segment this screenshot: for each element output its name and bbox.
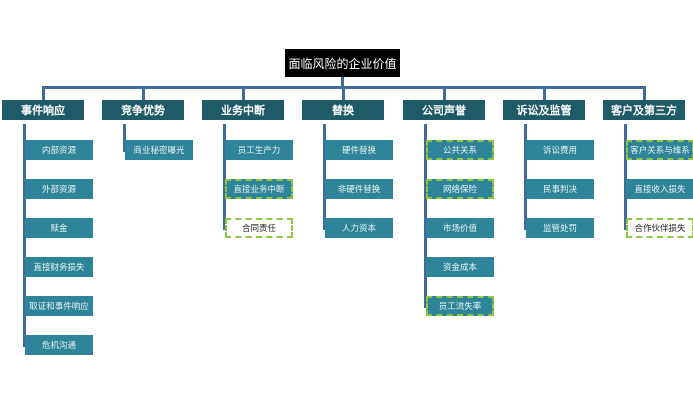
leaf-node: 资金成本 [426,257,494,277]
leaf-node: 危机沟通 [25,335,93,355]
category-6: 诉讼及监管 [503,100,585,120]
category-connector [342,86,345,100]
leaf-node: 网络保险 [426,179,494,199]
category-spine [23,124,26,347]
category-spine [223,124,226,230]
category-5: 公司声誉 [403,100,485,120]
category-connector [443,86,446,100]
leaf-node: 外部资源 [25,179,93,199]
category-connector [543,86,546,100]
category-2: 竞争优势 [102,100,184,120]
root-connector [341,77,344,88]
leaf-node: 员工生产力 [225,140,293,160]
leaf-node: 内部资源 [25,140,93,160]
leaf-node: 直接收入损失 [626,179,693,199]
leaf-node: 硬件替换 [325,140,393,160]
leaf-node: 商业秘密曝光 [125,140,193,160]
leaf-node: 直接财务损失 [25,257,93,277]
leaf-node: 直接业务中断 [225,179,293,199]
leaf-node: 人力资本 [325,218,393,238]
category-1: 事件响应 [2,100,84,120]
leaf-node: 诉讼费用 [526,140,594,160]
leaf-node: 民事判决 [526,179,594,199]
category-connector [142,86,145,100]
category-4: 替换 [302,100,384,120]
category-spine [323,124,326,230]
category-connector [42,86,45,100]
leaf-node: 客户关系与维系 [626,140,693,160]
leaf-node: 取证和事件响应 [25,296,93,316]
root-node: 面临风险的企业价值 [285,49,400,77]
leaf-node: 市场价值 [426,218,494,238]
leaf-node: 非硬件替换 [325,179,393,199]
category-spine [524,124,527,230]
category-connector [643,86,646,100]
leaf-node: 公共关系 [426,140,494,160]
leaf-node: 合作伙伴损失 [626,218,693,238]
category-spine [624,124,627,230]
category-spine [424,124,427,308]
category-7: 客户及第三方 [603,100,685,120]
category-connector [242,86,245,100]
leaf-node: 赎金 [25,218,93,238]
category-3: 业务中断 [202,100,284,120]
category-spine [123,124,126,152]
leaf-node: 员工流失率 [426,296,494,316]
leaf-node: 合同责任 [225,218,293,238]
leaf-node: 监管处罚 [526,218,594,238]
